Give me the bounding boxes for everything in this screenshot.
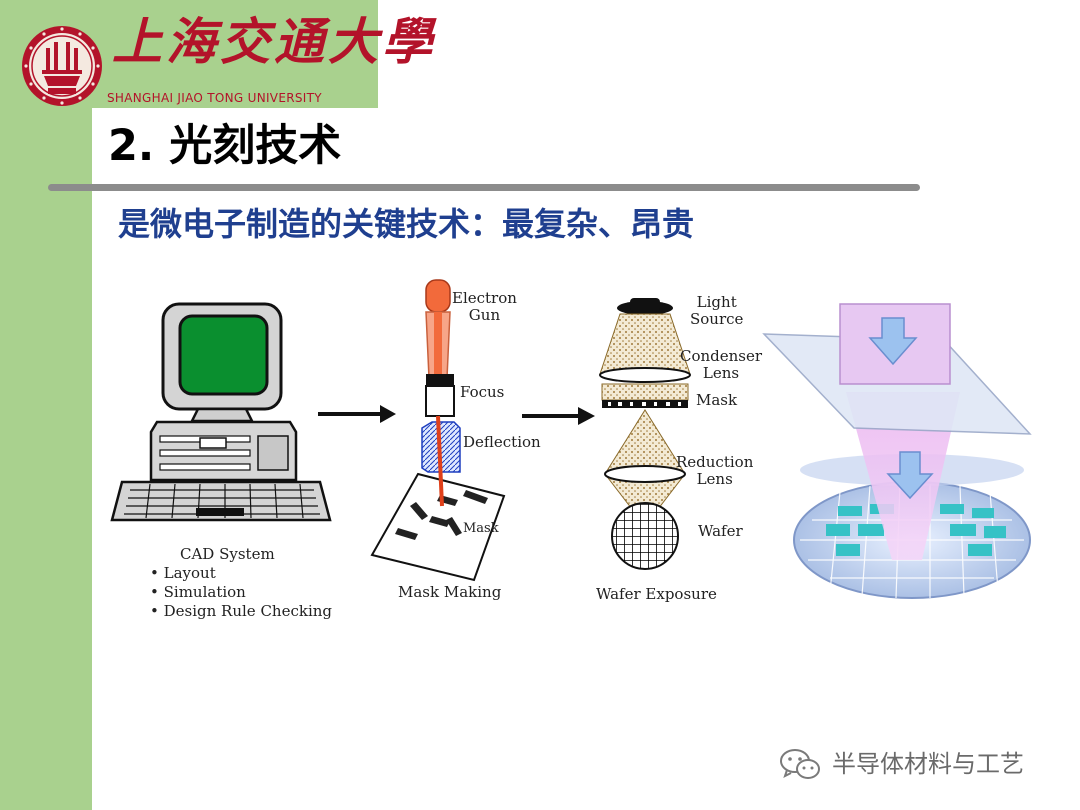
- slide-subtitle: 是微电子制造的关键技术：最复杂、昂贵: [118, 205, 695, 243]
- side-band: [0, 0, 92, 810]
- cad-system-title: CAD System: [180, 545, 275, 563]
- label-focus: Focus: [460, 383, 505, 401]
- process-arrow-2: [522, 407, 595, 425]
- label-deflection: Deflection: [463, 433, 541, 451]
- caption-wafer-exposure: Wafer Exposure: [596, 585, 717, 603]
- cad-item-design-rule-checking: Design Rule Checking: [150, 602, 332, 621]
- university-name-chinese: 上海交通大學: [112, 12, 436, 71]
- label-reduction-lens: Reduction Lens: [676, 454, 753, 488]
- label-electron-gun-text: Electron Gun: [452, 289, 517, 324]
- label-electron-gun: Electron Gun: [452, 290, 517, 324]
- process-arrow-1: [318, 405, 396, 423]
- label-reduction-lens-text: Reduction Lens: [676, 453, 754, 488]
- stepper-illustration: [762, 303, 1032, 599]
- projection-optics: [599, 298, 691, 570]
- university-name-english: SHANGHAI JIAO TONG UNIVERSITY: [107, 91, 322, 105]
- label-condenser-lens: Condenser Lens: [680, 348, 762, 382]
- cad-item-layout: Layout: [150, 564, 332, 583]
- caption-mask-making: Mask Making: [398, 583, 502, 601]
- label-mask: Mask: [696, 391, 738, 409]
- university-seal-logo: [22, 26, 102, 106]
- computer-icon: [110, 302, 332, 522]
- electron-beam-writer: [370, 279, 506, 582]
- label-wafer: Wafer: [698, 522, 743, 540]
- wechat-icon: [780, 749, 820, 779]
- slide-title: 2. 光刻技术: [108, 121, 342, 171]
- label-mask-plate: Mask: [463, 521, 499, 536]
- title-divider: [48, 184, 920, 191]
- watermark: 半导体材料与工艺: [778, 744, 1024, 784]
- cad-system-caption: CAD System Layout Simulation Design Rule…: [150, 545, 332, 621]
- label-condenser-lens-text: Condenser Lens: [680, 347, 763, 382]
- watermark-text: 半导体材料与工艺: [832, 750, 1024, 778]
- label-light-source: Light Source: [690, 294, 743, 328]
- label-light-source-text: Light Source: [690, 293, 744, 328]
- cad-item-simulation: Simulation: [150, 583, 332, 602]
